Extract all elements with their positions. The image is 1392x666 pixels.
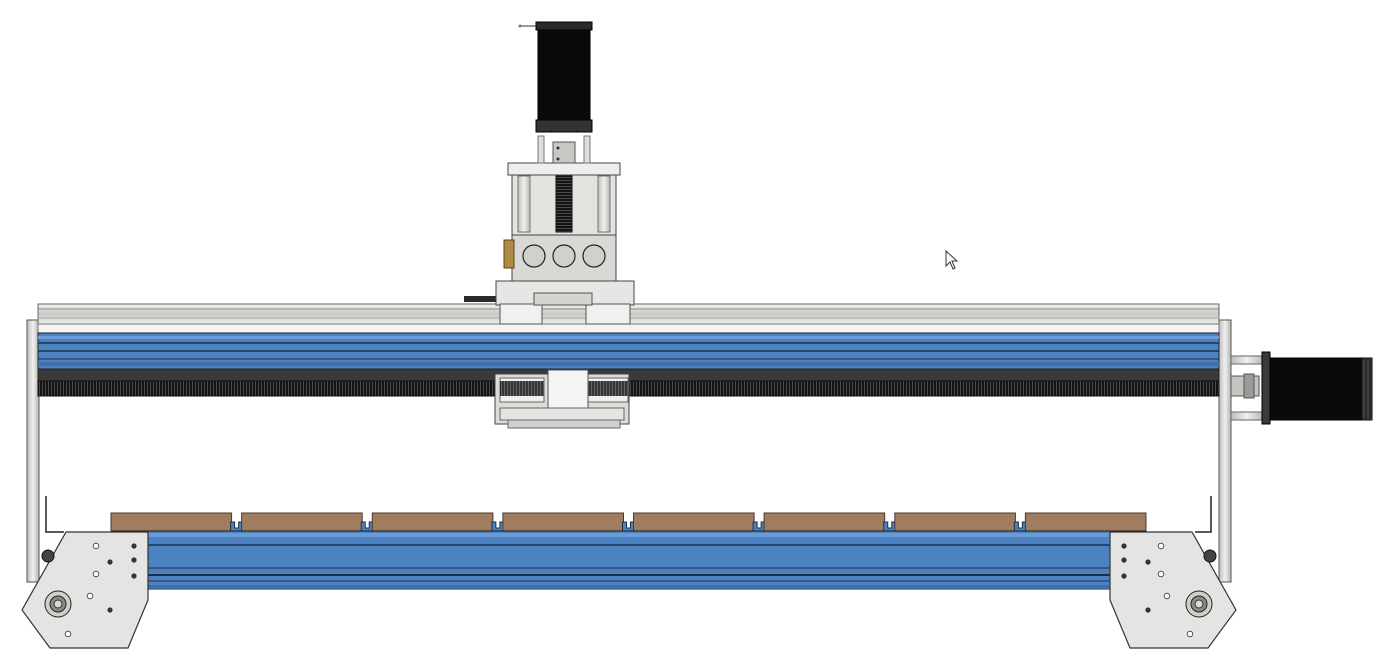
wasteboard-slat: [1024, 512, 1147, 533]
x-carriage-upper: [464, 280, 635, 325]
wasteboard-slat: [763, 512, 886, 533]
wasteboard-slat: [894, 512, 1016, 533]
x-carriage-lower: [494, 369, 630, 429]
wasteboard: [110, 512, 1147, 533]
wasteboard-slat: [371, 512, 494, 533]
right-side-plate: [1109, 531, 1237, 649]
left-side-plate: [21, 531, 149, 649]
z-axis-stepper-motor: [518, 21, 593, 133]
wasteboard-slat: [110, 512, 233, 533]
wasteboard-slat: [502, 512, 624, 533]
gantry-right-upright: [1218, 319, 1232, 583]
bed-end-brackets: [45, 496, 1212, 533]
wasteboard-slat: [241, 512, 363, 533]
gantry-left-upright: [26, 319, 40, 583]
arrow-cursor-icon: [945, 250, 959, 270]
gantry-blue-extrusion: [37, 332, 1220, 370]
bed-blue-extrusion: [111, 530, 1147, 590]
wasteboard-slat: [633, 512, 755, 533]
x-axis-stepper-motor: [1230, 351, 1373, 425]
z-axis-assembly: [503, 135, 621, 282]
